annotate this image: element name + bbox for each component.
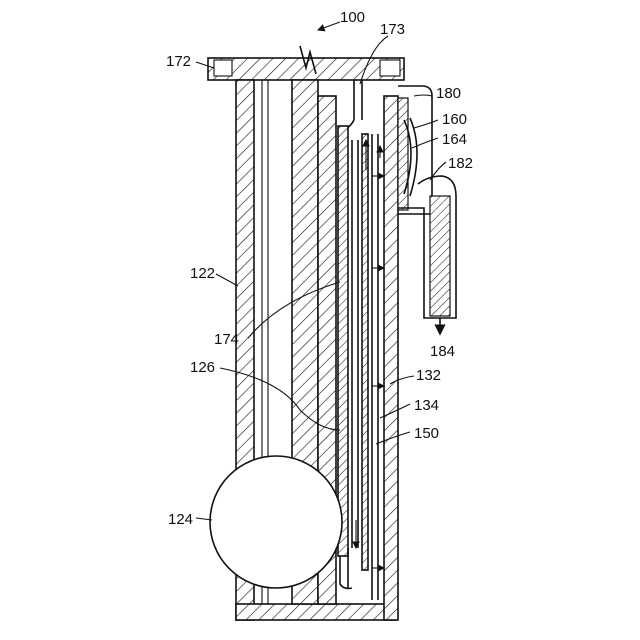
label-inner-conduit: 174: [214, 331, 239, 348]
bracket: [398, 86, 432, 214]
label-channel-b: 134: [414, 397, 439, 414]
label-assembly: 100: [340, 9, 365, 26]
label-inlet-tube: 173: [380, 21, 405, 38]
label-outlet-fitting: 182: [448, 155, 473, 172]
channel-walls: [362, 96, 398, 620]
label-outlet-flow: 184: [430, 343, 455, 360]
label-bracket: 180: [436, 85, 461, 102]
flow-arrows: [356, 140, 384, 568]
label-seal-b: 164: [442, 131, 467, 148]
label-seal-a: 160: [442, 111, 467, 128]
label-float-ball: 124: [168, 511, 193, 528]
inlet-tube: [342, 80, 362, 130]
label-outer-wall: 122: [190, 265, 215, 282]
label-inner-wall: 126: [190, 359, 215, 376]
label-channel-c: 150: [414, 425, 439, 442]
float-ball: [210, 456, 342, 588]
label-channel-a: 132: [416, 367, 441, 384]
label-top-plate: 172: [166, 53, 191, 70]
